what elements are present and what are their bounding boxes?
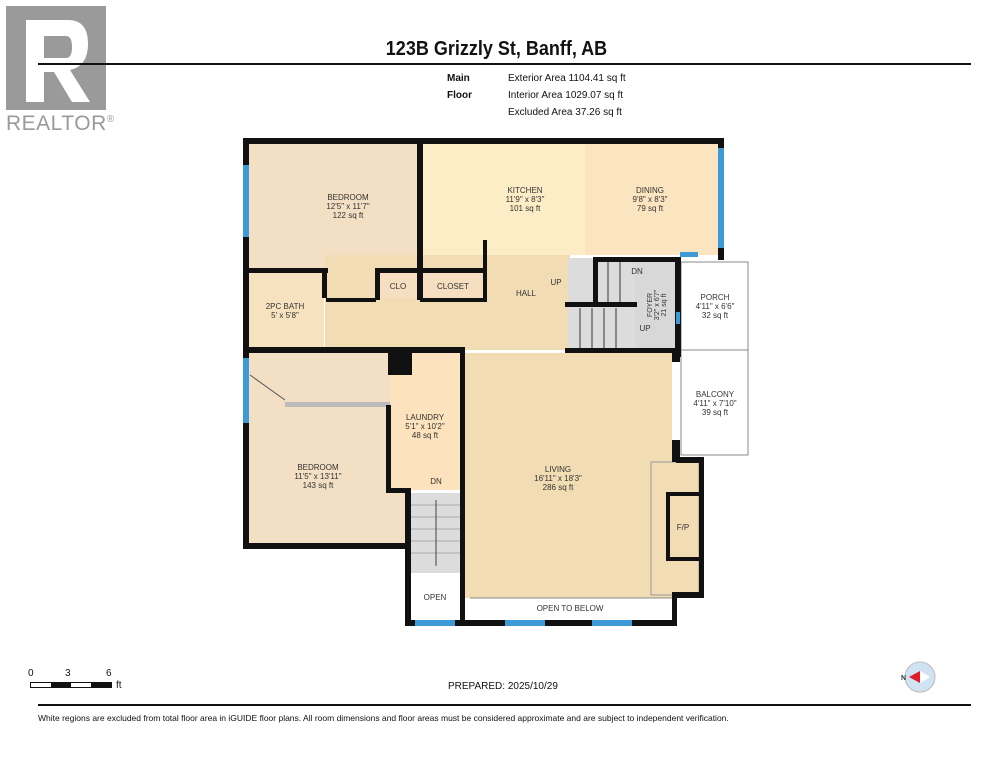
laundry-area: 48 sq ft [412,431,439,440]
clo-name: CLO [390,282,406,291]
porch-name: PORCH [701,293,730,302]
compass-icon: N [900,660,940,705]
interior-area: Interior Area 1029.07 sq ft [508,90,624,101]
laundry-name: LAUNDRY [406,413,445,422]
footer-divider [38,704,971,706]
laundry-dims: 5'1" x 10'2" [405,422,445,431]
scale-tick-6: 6 [106,668,112,679]
hall-name: HALL [516,289,537,298]
room-bath [248,272,324,348]
foyer-area: 21 sq ft [661,293,668,316]
disclaimer: White regions are excluded from total fl… [38,713,729,723]
stairs-down-label-1: DN [631,267,643,276]
stairs-down-label-2: DN [430,477,442,486]
realtor-logo-text: REALTOR® [6,112,115,135]
room-bedroom-2 [248,353,405,543]
realtor-r-icon [26,20,90,102]
living-name: LIVING [545,465,571,474]
balcony-area: 39 sq ft [702,408,729,417]
bath-dims: 5' x 5'8" [271,311,299,320]
fireplace-label: F/P [677,523,689,532]
room-balcony [680,349,749,456]
bedroom-2-name: BEDROOM [297,463,339,472]
stairs-up-1 [568,258,595,302]
page-title: 123B Grizzly St, Banff, AB [385,38,608,60]
bedroom-2-area: 143 sq ft [303,481,334,490]
dining-name: DINING [636,186,664,195]
open-label: OPEN [424,593,447,602]
scale-tick-3: 3 [65,668,71,679]
scale-tick-0: 0 [28,668,34,679]
bedroom-1-dims: 12'5" x 11'7" [326,202,369,211]
prepared-date: PREPARED: 2025/10/29 [448,681,558,692]
bedroom-2-dims: 11'5" x 13'11" [294,472,341,481]
room-clo [378,272,420,298]
bedroom-1-name: BEDROOM [327,193,369,202]
room-laundry [391,353,460,490]
bath-name: 2PC BATH [266,302,305,311]
exterior-area: Exterior Area 1104.41 sq ft [508,73,626,84]
stairs-up-label-2: UP [639,324,650,333]
porch-area: 32 sq ft [702,311,729,320]
closet-shelf [285,402,390,407]
realtor-logo: REALTOR® [6,6,114,135]
stairs-down-1 [598,260,635,302]
dining-dims: 9'8" x 8'3" [633,195,668,204]
floor-label: Main Floor [447,73,472,101]
living-area: 286 sq ft [543,483,574,492]
closet-name: CLOSET [437,282,469,291]
stairs-up-label-1: UP [550,278,561,287]
scale-unit: ft [116,680,122,691]
living-dims: 16'11" x 18'3" [534,474,582,483]
dining-area: 79 sq ft [637,204,664,213]
porch-dims: 4'11" x 6'6" [696,302,735,311]
header-divider [38,63,971,65]
kitchen-area: 101 sq ft [510,204,541,213]
compass-north-label: N [901,675,906,682]
foyer-dims: 3'2" x 6'7" [654,289,661,320]
realtor-logo-mark [6,6,106,110]
room-living [465,353,672,598]
room-bedroom-1 [248,143,420,270]
kitchen-name: KITCHEN [507,186,542,195]
fireplace-hearth [650,461,700,596]
bedroom-1-area: 122 sq ft [333,211,364,220]
foyer-name: FOYER [647,293,654,317]
kitchen-dims: 11'9" x 8'3" [506,195,545,204]
open-to-below-label: OPEN TO BELOW [537,604,604,613]
room-closet [423,272,485,298]
stairs-up-2 [568,306,635,352]
room-kitchen [423,143,585,255]
windows [243,148,724,626]
excluded-area: Excluded Area 37.26 sq ft [508,107,622,118]
room-foyer [635,258,680,352]
room-dining [585,143,718,255]
balcony-dims: 4'11" x 7'10" [693,399,736,408]
room-porch [680,261,749,351]
balcony-name: BALCONY [696,390,735,399]
